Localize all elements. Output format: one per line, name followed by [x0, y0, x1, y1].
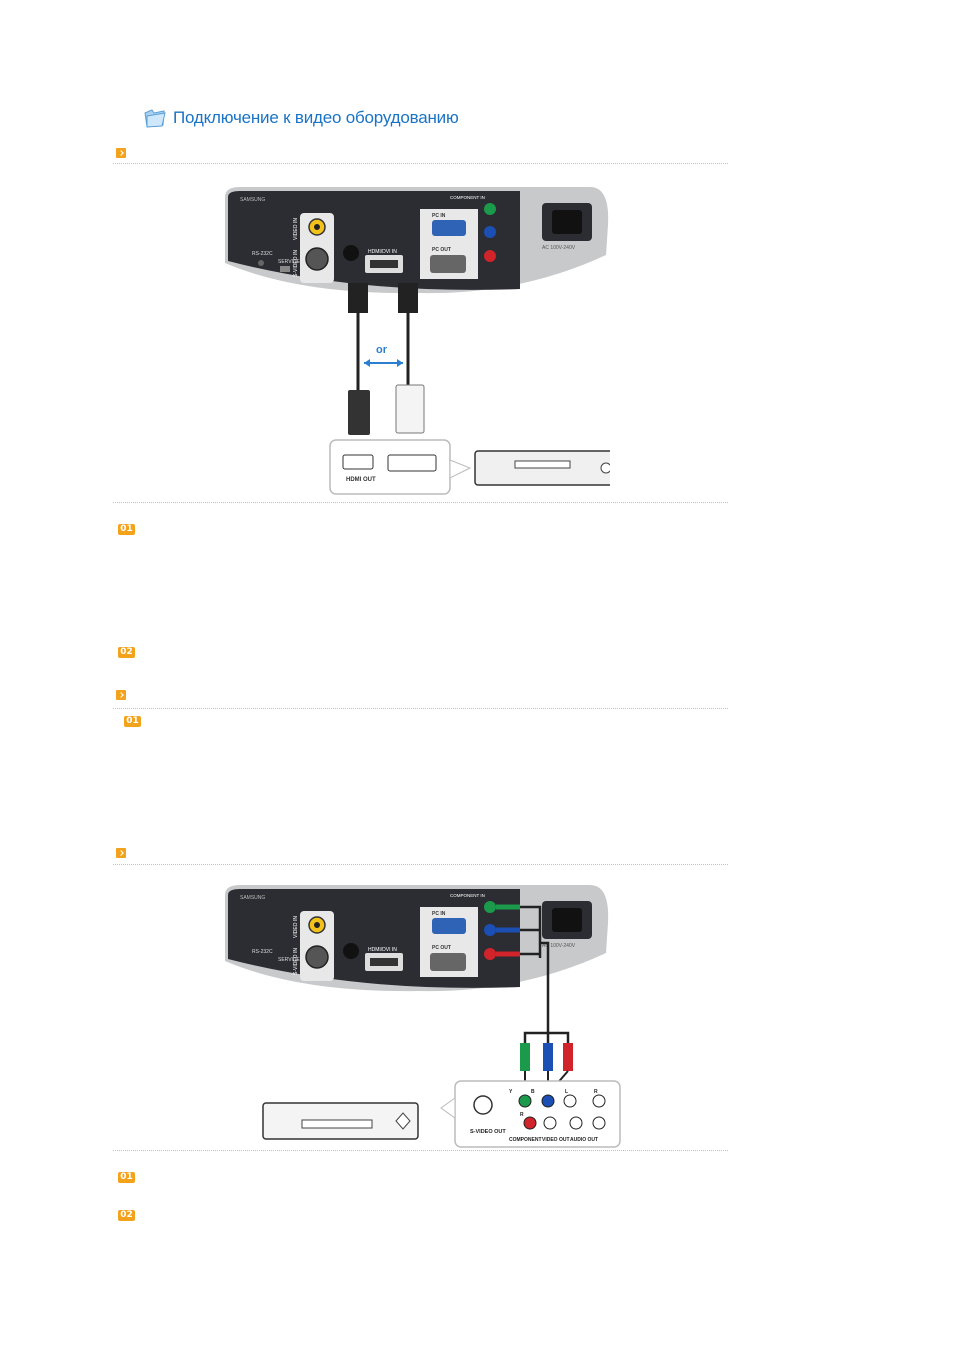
- component-connection-diagram: SAMSUNG VIDEO IN S-VIDEO IN RS-232C SERV…: [225, 885, 621, 1148]
- svg-text:COMPONENT: COMPONENT: [509, 1137, 542, 1143]
- hdmi-connection-diagram: SAMSUNG VIDEO IN S-VIDEO IN RS-232C SERV…: [225, 187, 610, 495]
- svg-text:AC 100V-240V: AC 100V-240V: [542, 943, 576, 949]
- divider: [113, 163, 728, 164]
- svg-text:RS-232C: RS-232C: [252, 949, 273, 955]
- rca-plug-green: [520, 1043, 530, 1071]
- component-pb-jack: [484, 924, 496, 936]
- dvi-out-port: [387, 454, 437, 472]
- svg-text:PC OUT: PC OUT: [432, 247, 451, 253]
- hdmi-plug-top: [348, 283, 368, 313]
- or-label: or: [376, 344, 388, 356]
- hdmi-plug-top-2: [398, 283, 418, 313]
- svg-text:PC IN: PC IN: [432, 213, 446, 219]
- step-number-badge: 02: [118, 1210, 135, 1221]
- brand-label: SAMSUNG: [240, 197, 265, 203]
- component-pr-jack: [484, 948, 496, 960]
- rca-plug-blue: [543, 1043, 553, 1071]
- svg-text:PC OUT: PC OUT: [432, 945, 451, 951]
- folder-icon: [144, 109, 166, 128]
- svg-text:SERVICE: SERVICE: [278, 957, 301, 963]
- pc-in-port: [432, 220, 466, 236]
- svg-text:AUDIO OUT: AUDIO OUT: [570, 1137, 598, 1143]
- section-arrow-icon: [116, 690, 126, 700]
- step-number-badge: 02: [118, 647, 135, 658]
- component-pr-jack: [484, 250, 496, 262]
- divider: [113, 502, 728, 503]
- svideo-in-jack: [305, 247, 329, 271]
- svg-text:PC IN: PC IN: [432, 911, 446, 917]
- dvi-plug: [395, 384, 425, 434]
- svg-text:VIDEO IN: VIDEO IN: [293, 218, 299, 240]
- section-arrow-icon: [116, 848, 126, 858]
- svg-text:L: L: [565, 1089, 568, 1095]
- svg-text:S-VIDEO IN: S-VIDEO IN: [293, 250, 299, 277]
- pc-out-port: [430, 255, 466, 273]
- rca-plug-red: [563, 1043, 573, 1071]
- component-y-jack: [484, 901, 496, 913]
- svg-text:S-VIDEO OUT: S-VIDEO OUT: [470, 1129, 506, 1135]
- svg-text:VIDEO OUT: VIDEO OUT: [542, 1137, 570, 1143]
- hdmi-plug-bottom: [348, 390, 370, 435]
- svg-text:S-VIDEO IN: S-VIDEO IN: [293, 948, 299, 975]
- svideo-out-port: [473, 1095, 493, 1115]
- svg-text:Y: Y: [509, 1089, 513, 1095]
- section-arrow-icon: [116, 148, 126, 158]
- divider: [113, 708, 728, 709]
- svg-text:HDMI OUT: HDMI OUT: [346, 477, 376, 483]
- step-number-badge: 01: [118, 1172, 135, 1183]
- svg-text:R: R: [594, 1089, 598, 1095]
- svg-text:SAMSUNG: SAMSUNG: [240, 895, 265, 901]
- svg-text:B: B: [531, 1089, 535, 1095]
- svg-text:HDMI/DVI IN: HDMI/DVI IN: [368, 249, 397, 255]
- svg-text:COMPONENT IN: COMPONENT IN: [450, 195, 485, 200]
- component-y-jack: [484, 203, 496, 215]
- divider: [113, 864, 728, 865]
- svg-text:AC 100V-240V: AC 100V-240V: [542, 245, 576, 251]
- step-number-badge: 01: [124, 716, 141, 727]
- divider: [113, 1150, 728, 1151]
- svideo-in-jack: [305, 945, 329, 969]
- svg-text:R: R: [520, 1112, 524, 1118]
- svg-text:COMPONENT IN: COMPONENT IN: [450, 893, 485, 898]
- svg-text:HDMI/DVI IN: HDMI/DVI IN: [368, 947, 397, 953]
- component-pb-jack: [484, 226, 496, 238]
- svg-text:RS-232C: RS-232C: [252, 251, 273, 257]
- svg-text:SERVICE: SERVICE: [278, 259, 301, 265]
- step-number-badge: 01: [118, 524, 135, 535]
- ir-sensor: [343, 245, 359, 261]
- page-title-text: Подключение к видео оборудованию: [173, 108, 459, 127]
- page-title: Подключение к видео оборудованию: [143, 106, 459, 130]
- svg-text:VIDEO IN: VIDEO IN: [293, 916, 299, 938]
